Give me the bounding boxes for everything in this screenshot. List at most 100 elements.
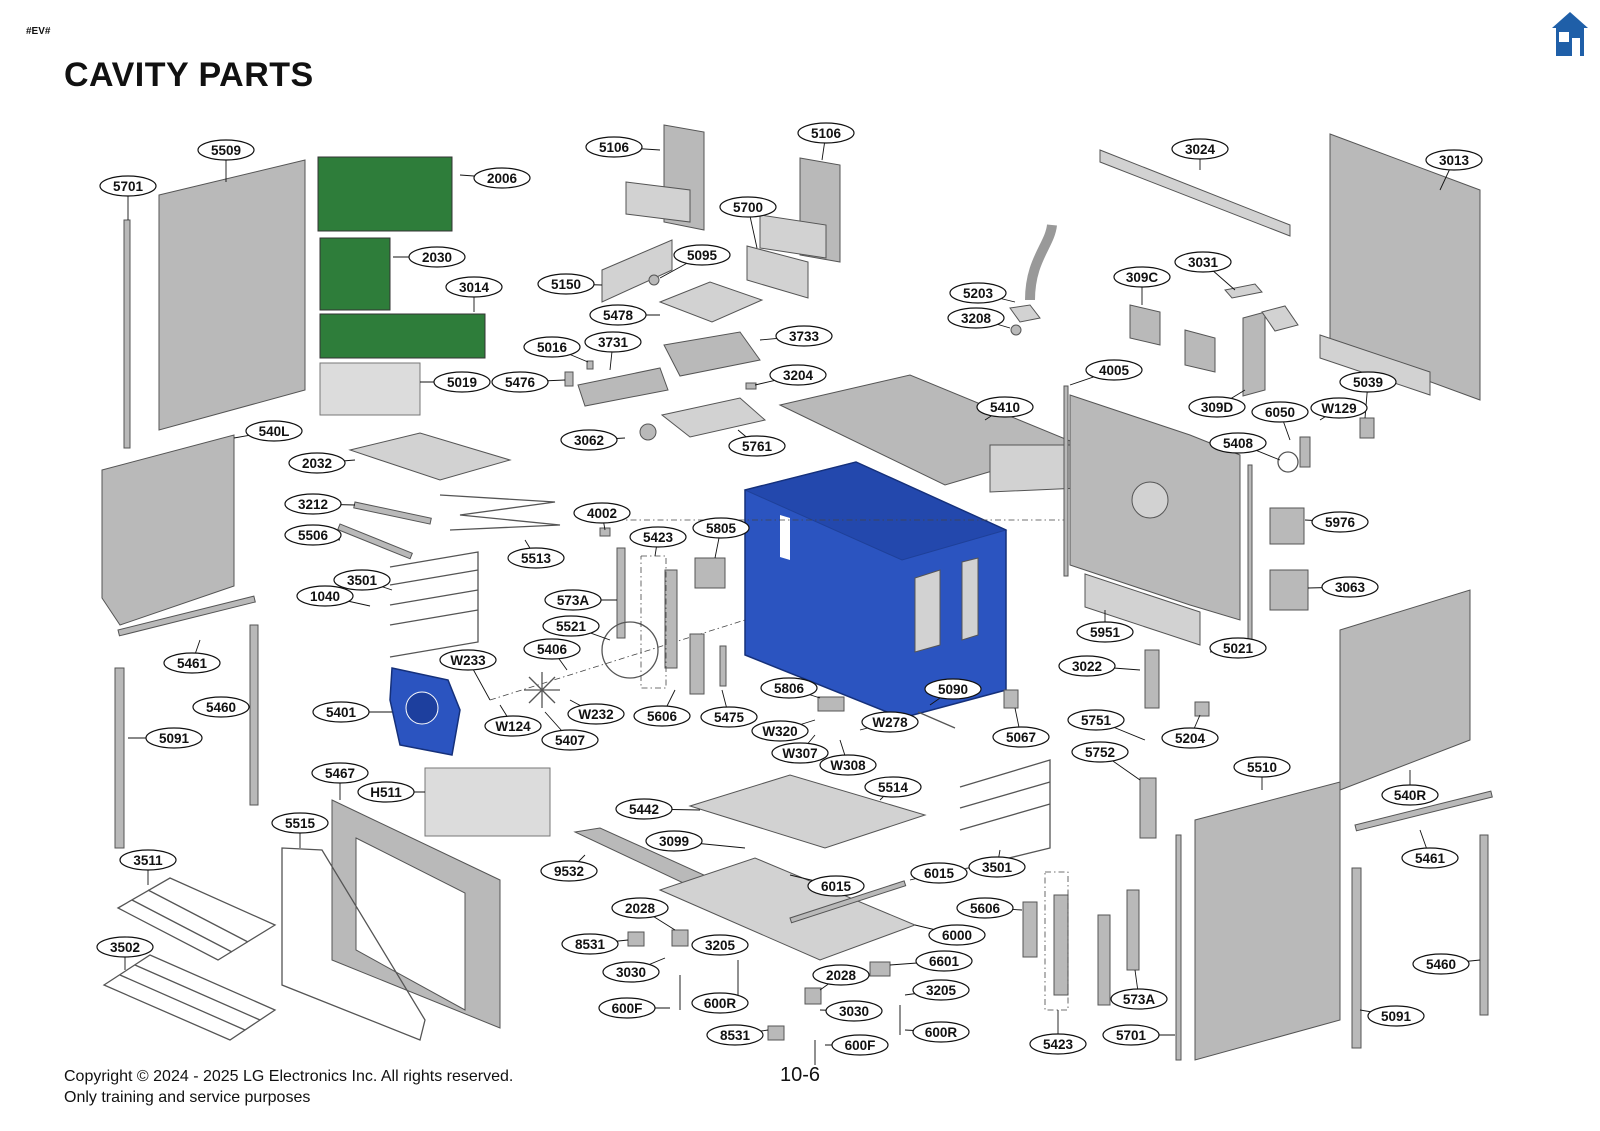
- part-bar-5506: [337, 523, 413, 560]
- callout-6601: 6601: [915, 950, 973, 972]
- callout-309C: 309C: [1113, 266, 1171, 288]
- callout-6015: 6015: [910, 862, 968, 884]
- part-bracket-309D-a: [1184, 329, 1216, 373]
- part-sensor-5752: [1139, 777, 1157, 839]
- callout-label: 8531: [575, 937, 606, 952]
- callout-5806: 5806: [760, 677, 818, 699]
- part-side-panel-540L: [101, 434, 235, 626]
- callout-label: 5106: [811, 126, 842, 141]
- callout-label: 5106: [599, 140, 630, 155]
- part-bracket-5806: [817, 696, 845, 712]
- callout-label: 5606: [647, 709, 678, 724]
- callout-5475: 5475: [700, 706, 758, 728]
- callout-W320: W320: [751, 720, 809, 742]
- callout-label: 5019: [447, 375, 477, 390]
- callout-3030: 3030: [825, 1000, 883, 1022]
- part-back-panel-3013: [1329, 133, 1481, 401]
- part-module-3733: [663, 331, 761, 377]
- part-rack-3511: [116, 877, 277, 961]
- part-assembly-5423-right: [1044, 871, 1069, 1011]
- page-number: 10-6: [780, 1064, 821, 1086]
- callout-1040: 1040: [296, 585, 354, 607]
- callout-W129: W129: [1310, 397, 1368, 419]
- part-duct-5203: [1025, 224, 1057, 301]
- callout-label: 600F: [612, 1001, 643, 1016]
- callout-label: 3731: [598, 335, 629, 350]
- callout-label: 5475: [714, 710, 745, 725]
- callout-label: 3024: [1185, 142, 1216, 157]
- part-rack-3501-left: [389, 551, 479, 658]
- callout-3501: 3501: [968, 856, 1026, 878]
- callout-5461: 5461: [1401, 847, 1459, 869]
- callout-label: 3014: [459, 280, 490, 295]
- callout-5976: 5976: [1311, 511, 1369, 533]
- callout-5090: 5090: [924, 678, 982, 700]
- callout-label: 5606: [970, 901, 1001, 916]
- callout-label: 6050: [1265, 405, 1295, 420]
- callout-5514: 5514: [864, 776, 922, 798]
- copyright-line-2: Only training and service purposes: [64, 1089, 311, 1106]
- part-sensor-5423-right: [1053, 894, 1069, 996]
- callout-5106: 5106: [585, 136, 643, 158]
- callout-6050: 6050: [1251, 401, 1309, 423]
- callout-5067: 5067: [992, 726, 1050, 748]
- callout-573A: 573A: [544, 589, 602, 611]
- callout-2030: 2030: [408, 246, 466, 268]
- callout-label: W232: [578, 707, 613, 722]
- part-bracket-309C: [1129, 304, 1161, 346]
- callout-5951: 5951: [1076, 621, 1134, 643]
- callout-label: 5951: [1090, 625, 1121, 640]
- part-bracket-2028-b: [804, 987, 822, 1005]
- part-rail-5461-right: [1354, 790, 1493, 832]
- part-bar-6015: [789, 880, 907, 924]
- callout-3062: 3062: [560, 429, 618, 451]
- callout-5467: 5467: [311, 762, 369, 784]
- part-clip-3031: [1224, 283, 1263, 299]
- callout-W308: W308: [819, 754, 877, 776]
- callout-label: 3212: [298, 497, 328, 512]
- callout-label: W124: [495, 719, 531, 734]
- callout-label: 2006: [487, 171, 518, 186]
- callout-5442: 5442: [615, 798, 673, 820]
- callout-label: 5476: [505, 375, 536, 390]
- callout-W233: W233: [439, 649, 497, 671]
- callout-573A: 573A: [1110, 988, 1168, 1010]
- copyright-line-1: Copyright © 2024 - 2025 LG Electronics I…: [64, 1068, 514, 1085]
- part-box-3731: [577, 367, 669, 407]
- callout-label: 5506: [298, 528, 329, 543]
- callout-3013: 3013: [1425, 149, 1483, 171]
- callout-309D: 309D: [1188, 396, 1246, 418]
- callout-5606: 5606: [956, 897, 1014, 919]
- callout-label: 600R: [925, 1025, 958, 1040]
- callout-label: 5423: [643, 530, 674, 545]
- callout-label: 5401: [326, 705, 357, 720]
- callout-label: 5805: [706, 521, 737, 536]
- callout-label: 5408: [1223, 436, 1254, 451]
- home-icon: [1552, 12, 1588, 56]
- copyright-notice: Copyright © 2024 - 2025 LG Electronics I…: [64, 1066, 513, 1108]
- home-button[interactable]: [1550, 10, 1590, 58]
- callout-label: 600R: [704, 996, 737, 1011]
- callout-5091: 5091: [1367, 1005, 1425, 1027]
- parts-artwork: [101, 124, 1493, 1065]
- callout-3731: 3731: [584, 331, 642, 353]
- part-wire-5019: [319, 362, 421, 416]
- callout-label: 5700: [733, 200, 763, 215]
- callout-3208: 3208: [947, 307, 1005, 329]
- callout-5021: 5021: [1209, 637, 1267, 659]
- callout-label: 6000: [942, 928, 972, 943]
- part-rail-5460-right: [1479, 834, 1489, 1016]
- part-clip-5204: [1194, 701, 1210, 717]
- callout-600F: 600F: [598, 997, 656, 1019]
- callout-label: 9532: [554, 864, 584, 879]
- callout-label: 8531: [720, 1028, 751, 1043]
- callout-5460: 5460: [192, 696, 250, 718]
- callout-8531: 8531: [706, 1024, 764, 1046]
- part-cover-5606-right: [1022, 901, 1038, 958]
- part-element-573A-left: [616, 547, 626, 639]
- part-grommet-3208: [1010, 324, 1022, 336]
- part-wire-5090: [917, 711, 956, 729]
- callout-label: 5407: [555, 733, 585, 748]
- callout-label: 540L: [259, 424, 290, 439]
